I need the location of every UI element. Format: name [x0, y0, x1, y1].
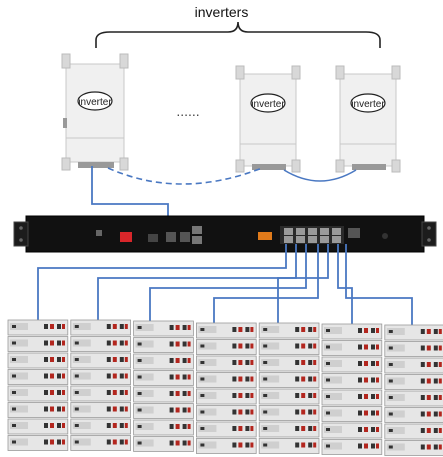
battery-module: [321, 439, 383, 455]
battery-module: [70, 352, 132, 369]
battery-module: [258, 322, 320, 339]
status-indicator-icon: [258, 232, 272, 240]
battery-module: [133, 353, 194, 370]
battery-module: [7, 435, 69, 451]
battery-module: [321, 340, 383, 356]
battery-stack: [70, 319, 132, 451]
battery-module: [258, 421, 320, 438]
battery-module: [195, 355, 257, 372]
battery-module: [133, 337, 194, 353]
battery-module: [258, 438, 320, 454]
hub-to-battery-cable: [97, 244, 297, 320]
battery-module: [384, 357, 443, 374]
battery-module: [7, 418, 69, 435]
rj45-port-icon: [332, 236, 341, 243]
battery-module: [321, 406, 383, 422]
battery-module: [321, 422, 383, 439]
rj45-port-icon: [296, 236, 305, 243]
battery-module: [384, 440, 443, 456]
diagram-title: inverters: [194, 4, 249, 20]
hub-to-battery-cable: [213, 244, 319, 323]
rj45-port-icon: [308, 236, 317, 243]
inverter-unit-1: inverter: [61, 53, 129, 171]
battery-module: [70, 435, 132, 451]
battery-module: [70, 385, 132, 402]
rj45-port-icon: [332, 228, 341, 235]
battery-module: [321, 356, 383, 373]
battery-module: [321, 373, 383, 389]
battery-module: [384, 341, 443, 357]
communication-hub: [13, 215, 437, 253]
inverter-badge: [250, 93, 286, 113]
battery-module: [195, 339, 257, 355]
battery-module: [70, 402, 132, 418]
battery-stack: [384, 324, 443, 456]
hub-to-battery-cable: [37, 244, 287, 320]
more-inverters-ellipsis: ......: [176, 103, 199, 119]
battery-stack: [258, 322, 320, 454]
battery-module: [7, 402, 69, 418]
battery-module: [133, 419, 194, 436]
battery-module: [133, 403, 194, 419]
solid-link-cable: [283, 169, 357, 182]
battery-module: [258, 388, 320, 405]
battery-module: [133, 386, 194, 403]
battery-module: [384, 390, 443, 407]
inverter-label: inverter: [251, 99, 285, 110]
rj45-port-icon: [284, 228, 293, 235]
inverters-bracket: [95, 21, 381, 48]
battery-module: [7, 319, 69, 336]
battery-module: [195, 372, 257, 388]
battery-stack: [7, 319, 69, 451]
inverter-label: inverter: [78, 97, 112, 108]
battery-module: [195, 405, 257, 421]
battery-module: [195, 388, 257, 405]
battery-module: [7, 369, 69, 385]
battery-module: [70, 319, 132, 336]
inverter-badge: [350, 93, 386, 113]
battery-module: [258, 405, 320, 421]
battery-module: [133, 370, 194, 386]
rj45-port-icon: [296, 228, 305, 235]
hub-to-battery-cable: [277, 244, 329, 323]
battery-module: [258, 372, 320, 388]
battery-module: [7, 385, 69, 402]
battery-module: [384, 407, 443, 423]
battery-stack: [321, 323, 383, 455]
rj45-port-icon: [320, 236, 329, 243]
battery-module: [70, 369, 132, 385]
battery-stack: [195, 322, 257, 454]
rj45-port-icon: [284, 236, 293, 243]
hub-to-battery-cable: [149, 244, 307, 321]
battery-module: [258, 355, 320, 372]
battery-module: [258, 339, 320, 355]
battery-module: [70, 418, 132, 435]
battery-module: [195, 322, 257, 339]
inverter-unit-3: inverter: [335, 65, 401, 173]
battery-stack: [133, 320, 194, 452]
battery-module: [384, 324, 443, 341]
battery-module: [70, 336, 132, 352]
hub-to-battery-cable: [345, 244, 413, 325]
battery-module: [321, 389, 383, 406]
battery-module: [384, 374, 443, 390]
rj45-port-icon: [308, 228, 317, 235]
hub-to-battery-cable: [337, 244, 353, 324]
battery-module: [133, 320, 194, 337]
battery-module: [195, 438, 257, 454]
battery-module: [384, 423, 443, 440]
power-switch-icon: [120, 232, 132, 242]
battery-module: [7, 336, 69, 352]
inverter-unit-2: inverter: [235, 65, 301, 173]
battery-module: [7, 352, 69, 369]
rj45-port-icon: [320, 228, 329, 235]
inverter-label: inverter: [351, 99, 385, 110]
battery-module: [133, 436, 194, 452]
inverter-badge: [77, 91, 113, 111]
battery-module: [195, 421, 257, 438]
battery-module: [321, 323, 383, 340]
